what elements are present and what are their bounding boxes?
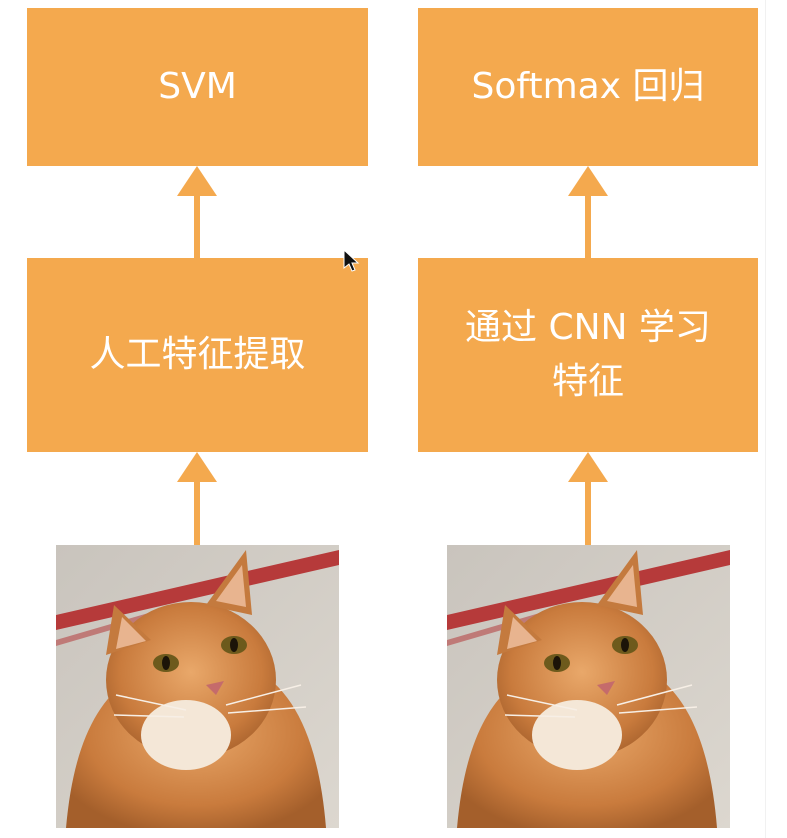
arrow-up-icon xyxy=(177,452,217,545)
mouse-cursor-icon xyxy=(343,248,361,273)
cnn-feature-line2: 特征 xyxy=(551,361,624,402)
manual-feature-label: 人工特征提取 xyxy=(89,334,306,375)
svm-label: SVM xyxy=(158,66,237,107)
cat-photo xyxy=(56,545,339,828)
arrow-up-icon xyxy=(568,166,608,258)
cnn-feature-box: 通过 CNN 学习 特征 xyxy=(418,258,758,452)
softmax-label: Softmax 回归 xyxy=(471,66,705,107)
arrow-up-icon xyxy=(177,166,217,258)
softmax-box: Softmax 回归 xyxy=(418,8,758,166)
manual-feature-box: 人工特征提取 xyxy=(27,258,368,452)
cat-photo xyxy=(447,545,730,828)
arrow-up-icon xyxy=(568,452,608,545)
cnn-feature-line1: 通过 CNN 学习 xyxy=(465,307,711,348)
divider-line xyxy=(765,0,766,838)
cnn-feature-text: 通过 CNN 学习 特征 xyxy=(465,301,711,409)
svm-box: SVM xyxy=(27,8,368,166)
